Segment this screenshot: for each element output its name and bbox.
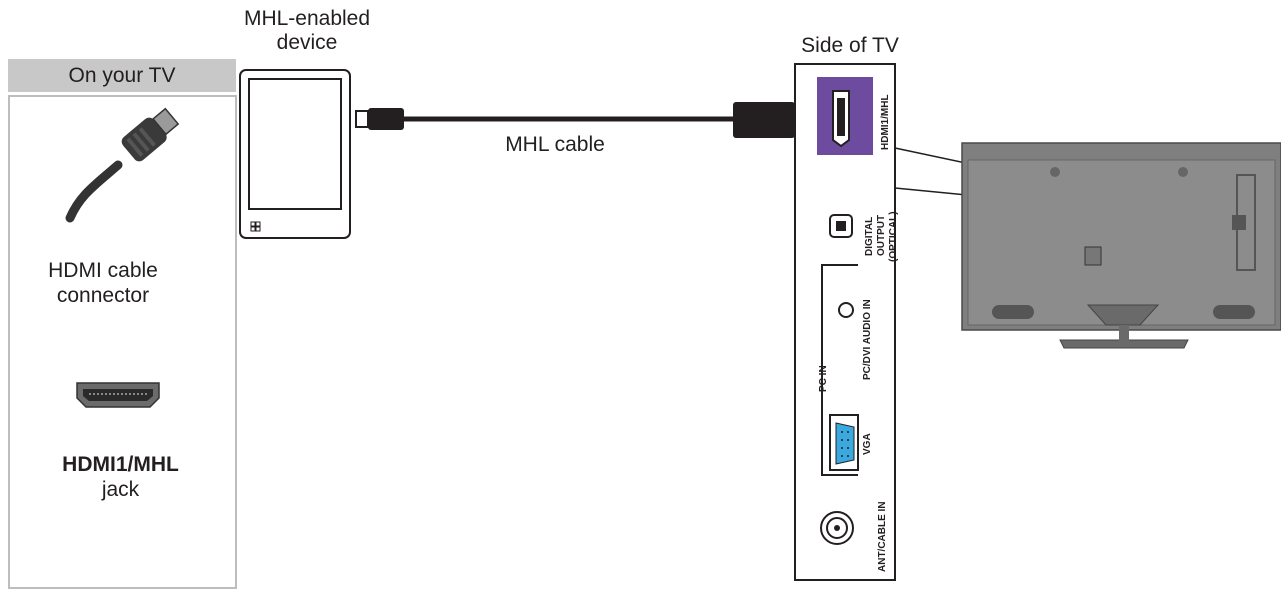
digital-output-label-2: OUTPUT xyxy=(876,215,887,256)
hdmi-port-icon xyxy=(832,90,850,148)
pc-audio-jack-icon xyxy=(838,302,854,318)
tv-side-panel: HDMI1/MHL DIGITAL OUTPUT (OPTICAL) PC/DV… xyxy=(794,63,899,581)
mhl-device-icon xyxy=(239,69,351,239)
hdmi-cable-connector-icon xyxy=(65,107,180,223)
device-label-line1: MHL-enabled xyxy=(243,7,371,30)
cable-connector-label-line2: connector xyxy=(56,284,150,307)
cable-connector-label-line1: HDMI cable xyxy=(48,259,158,282)
device-label: MHL-enabled device xyxy=(222,7,392,55)
side-of-tv-title: Side of TV xyxy=(801,34,899,57)
hdmi-mhl-port-label: HDMI1/MHL xyxy=(880,94,891,150)
pc-in-label: PC IN xyxy=(818,365,829,392)
vga-label: VGA xyxy=(862,433,873,455)
optical-port-icon xyxy=(829,214,853,238)
hdmi-jack-icon xyxy=(76,382,160,408)
jack-label-bold: HDMI1/MHL xyxy=(62,453,179,476)
cable-connector-label: HDMI cable connector xyxy=(8,258,198,308)
pc-dvi-audio-in-label: PC/DVI AUDIO IN xyxy=(862,299,873,380)
legend-panel xyxy=(8,95,237,589)
digital-output-label-1: DIGITAL xyxy=(864,217,875,256)
vga-port-icon xyxy=(829,414,859,471)
jack-label: HDMI1/MHL jack xyxy=(8,452,233,502)
jack-label-line2: jack xyxy=(101,478,140,501)
antenna-port-icon xyxy=(820,511,854,545)
digital-output-label-3: (OPTICAL) xyxy=(888,211,899,262)
ant-cable-in-label: ANT/CABLE IN xyxy=(877,501,888,572)
tv-back-illustration xyxy=(961,142,1281,349)
device-label-line2: device xyxy=(276,31,338,54)
mhl-cable-label: MHL cable xyxy=(505,133,605,156)
mhl-cable xyxy=(355,102,810,138)
legend-header: On your TV xyxy=(8,59,236,92)
